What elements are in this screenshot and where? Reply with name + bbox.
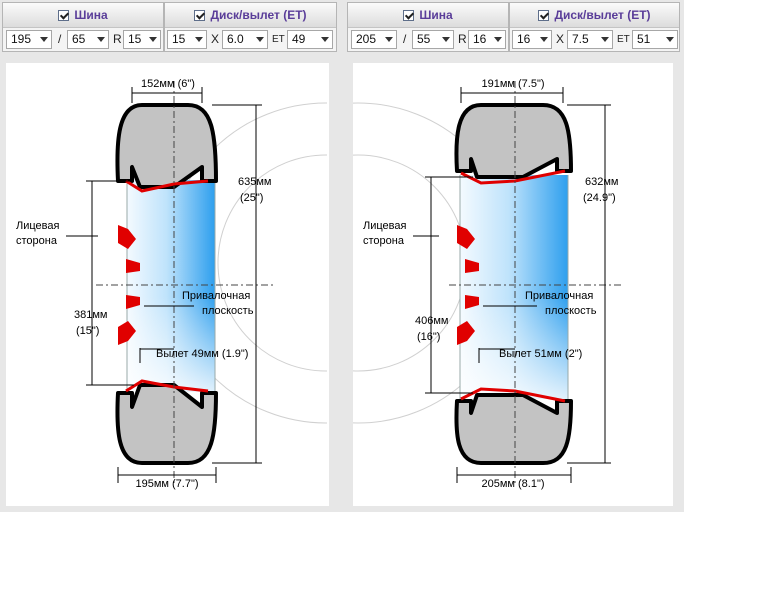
r-label: R [113,32,122,46]
tire-bottom-section [454,393,573,465]
mounting-plane-label-line1: Привалочная [525,290,593,302]
chevron-down-icon [494,37,502,42]
panel-controls: Шина 195 / 65 R 15 Диск/вылет (ET) 15 X … [2,2,337,54]
checkbox-icon[interactable] [194,10,206,21]
tire-group-title[interactable]: Шина [3,3,163,28]
panel-controls: Шина 205 / 55 R 16 Диск/вылет (ET) 16 X … [347,2,680,54]
tire-profile-select[interactable]: 55 [412,30,454,49]
rim-width-select[interactable]: 7.5 [567,30,613,49]
tire-width-select[interactable]: 205 [351,30,397,49]
wheel-diagram-svg: 152мм (6") 635мм (25") 381мм (15") Лицев… [16,78,487,490]
checkbox-icon[interactable] [403,10,415,21]
chevron-down-icon [442,37,450,42]
tire-group: Шина 195 / 65 R 15 [2,2,164,52]
overall-diameter-mm-label: 632мм [585,176,618,188]
section-width-label: 205мм (8.1") [481,478,544,490]
r-label: R [458,32,467,46]
tire-profile-select[interactable]: 65 [67,30,109,49]
rim-flange-bottom [460,387,566,403]
rim-diameter-mm-label: 406мм [415,315,448,327]
wheel-diagram-left: 152мм (6") 635мм (25") 381мм (15") Лицев… [6,63,487,506]
slash-separator: / [403,32,407,46]
wheel-diagram-svg: 191мм (7.5") 632мм (24.9") 406мм (16") Л… [197,78,623,490]
chevron-down-icon [195,37,203,42]
wheel-group-title[interactable]: Диск/вылет (ET) [510,3,679,28]
slash-separator: / [58,32,62,46]
tire-width-select[interactable]: 195 [6,30,52,49]
et-select[interactable]: 49 [287,30,333,49]
tire-top-section [115,103,218,189]
x-label: X [556,32,565,46]
mounting-plane-label-line2: плоскость [545,305,597,317]
rim-flange-top [460,169,566,185]
rim-diameter-in-label: (16") [417,331,440,343]
face-side-label-line1: Лицевая [16,220,59,232]
chevron-down-icon [40,37,48,42]
tire-group: Шина 205 / 55 R 16 [347,2,509,52]
et-label: ET [617,34,630,45]
wheel-size-row: 16 X 7.5 ET 51 [510,29,679,51]
chevron-down-icon [385,37,393,42]
rim-flange-bottom [125,379,209,393]
tread-width-label: 152мм (6") [141,78,195,90]
section-width-label: 195мм (7.7") [135,478,198,490]
et-select[interactable]: 51 [632,30,678,49]
comparison-panel-right: Шина 205 / 55 R 16 Диск/вылет (ET) 16 X … [347,2,680,508]
tire-size-row: 205 / 55 R 16 [348,29,508,51]
tire-size-row: 195 / 65 R 15 [3,29,163,51]
checkbox-icon[interactable] [58,10,70,21]
face-side-label-line2: сторона [363,235,405,247]
tire-calculator: Шина 195 / 65 R 15 Диск/вылет (ET) 15 X … [0,0,684,512]
overall-diameter-mm-label: 635мм [238,176,271,188]
rim-diameter-mm-label: 381мм [74,309,107,321]
wheel-diameter-select[interactable]: 15 [167,30,207,49]
face-side-label-line2: сторона [16,235,58,247]
chevron-down-icon [97,37,105,42]
comparison-panel-left: Шина 195 / 65 R 15 Диск/вылет (ET) 15 X … [2,2,337,508]
tire-diameter-select[interactable]: 16 [468,30,506,49]
wheel-group: Диск/вылет (ET) 15 X 6.0 ET 49 [164,2,337,52]
overall-diameter-in-label: (24.9") [583,192,616,204]
rim-flange-top [125,179,209,193]
offset-label: Вылет 49мм (1.9") [156,348,248,360]
hub-face-bottom [457,321,475,345]
tire-bottom-section [115,383,218,465]
overall-diameter-in-label: (25") [240,192,263,204]
tire-group-title[interactable]: Шина [348,3,508,28]
mounting-plane-label-line2: плоскость [202,305,254,317]
rim-circle-outline [249,154,467,372]
wheel-size-row: 15 X 6.0 ET 49 [165,29,336,51]
tire-top-section [454,103,573,179]
chevron-down-icon [256,37,264,42]
chevron-down-icon [540,37,548,42]
wheel-diameter-select[interactable]: 16 [512,30,552,49]
checkbox-icon[interactable] [538,10,550,21]
tread-width-label: 191мм (7.5") [481,78,544,90]
chevron-down-icon [321,37,329,42]
et-label: ET [272,34,285,45]
offset-label: Вылет 51мм (2") [499,348,582,360]
x-label: X [211,32,220,46]
wheel-group-title[interactable]: Диск/вылет (ET) [165,3,336,28]
hub-face-top [457,225,475,249]
wheel-diagram-right: 191мм (7.5") 632мм (24.9") 406мм (16") Л… [197,63,673,506]
rim-circle-outline [217,154,435,372]
tire-diameter-select[interactable]: 15 [123,30,161,49]
rim-diameter-in-label: (15") [76,325,99,337]
wheel-group: Диск/вылет (ET) 16 X 7.5 ET 51 [509,2,680,52]
mounting-plane-label-line1: Привалочная [182,290,250,302]
hub-face-bottom [118,321,136,345]
chevron-down-icon [666,37,674,42]
chevron-down-icon [149,37,157,42]
hub-face-top [118,225,136,249]
rim-width-select[interactable]: 6.0 [222,30,268,49]
face-side-label-line1: Лицевая [363,220,406,232]
chevron-down-icon [601,37,609,42]
